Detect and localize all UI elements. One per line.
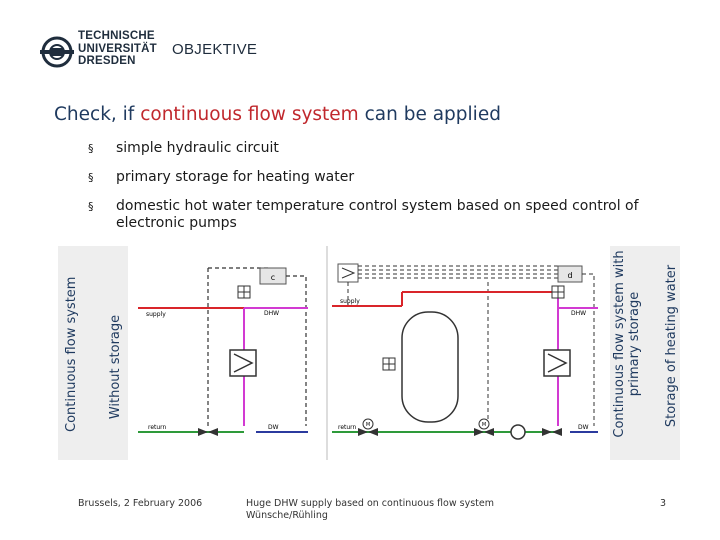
svg-text:M: M [482,422,486,428]
label-without-storage: Without storage [108,314,123,420]
svg-text:supply: supply [340,298,360,305]
title-highlight: continuous flow system [140,104,359,125]
footer-talk-title: Huge DHW supply based on continuous flow… [246,498,494,521]
label-with-primary-storage: Continuous flow system with primary stor… [612,250,642,438]
pump-icon [478,418,490,430]
label-continuous-flow-system: Continuous flow system [64,276,79,432]
list-item: §simple hydraulic circuit [88,140,279,156]
bullet-mark: § [88,142,94,155]
box-label-c: c [271,273,275,282]
schematic-with-storage: d M M [332,263,598,440]
svg-text:return: return [148,424,167,431]
list-item: §primary storage for heating water [88,169,355,185]
svg-text:supply: supply [146,311,166,318]
bullet-mark: § [88,171,94,184]
bullet-mark: § [88,200,94,213]
svg-text:DW: DW [578,424,589,431]
label-storage-of-heating-water: Storage of heating water [664,264,679,428]
university-logo-text: TECHNISCHE UNIVERSITÄT DRESDEN [78,30,157,67]
slide-title: Check, if continuous flow system can be … [54,104,501,125]
schematic-svg: c supply return DHW DW [128,246,610,460]
circulation-pump-icon [510,424,526,440]
svg-text:return: return [338,424,357,431]
svg-text:DW: DW [268,424,279,431]
hydraulic-diagram: c supply return DHW DW [58,246,680,460]
section-title: OBJEKTIVE [172,41,258,58]
list-item: §domestic hot water temperature control … [88,198,639,231]
bullet-list: §simple hydraulic circuit §primary stora… [88,140,648,244]
university-logo-icon [40,36,74,68]
pump-icon [362,418,374,430]
page-number: 3 [660,498,667,509]
svg-text:M: M [366,422,370,428]
svg-text:DHW: DHW [264,310,279,317]
footer-date: Brussels, 2 February 2006 [78,498,203,509]
box-label-d: d [567,271,572,280]
svg-text:DHW: DHW [571,310,586,317]
schematic-without-storage: c supply return DHW DW [138,246,328,460]
primary-storage-tank [401,311,459,423]
